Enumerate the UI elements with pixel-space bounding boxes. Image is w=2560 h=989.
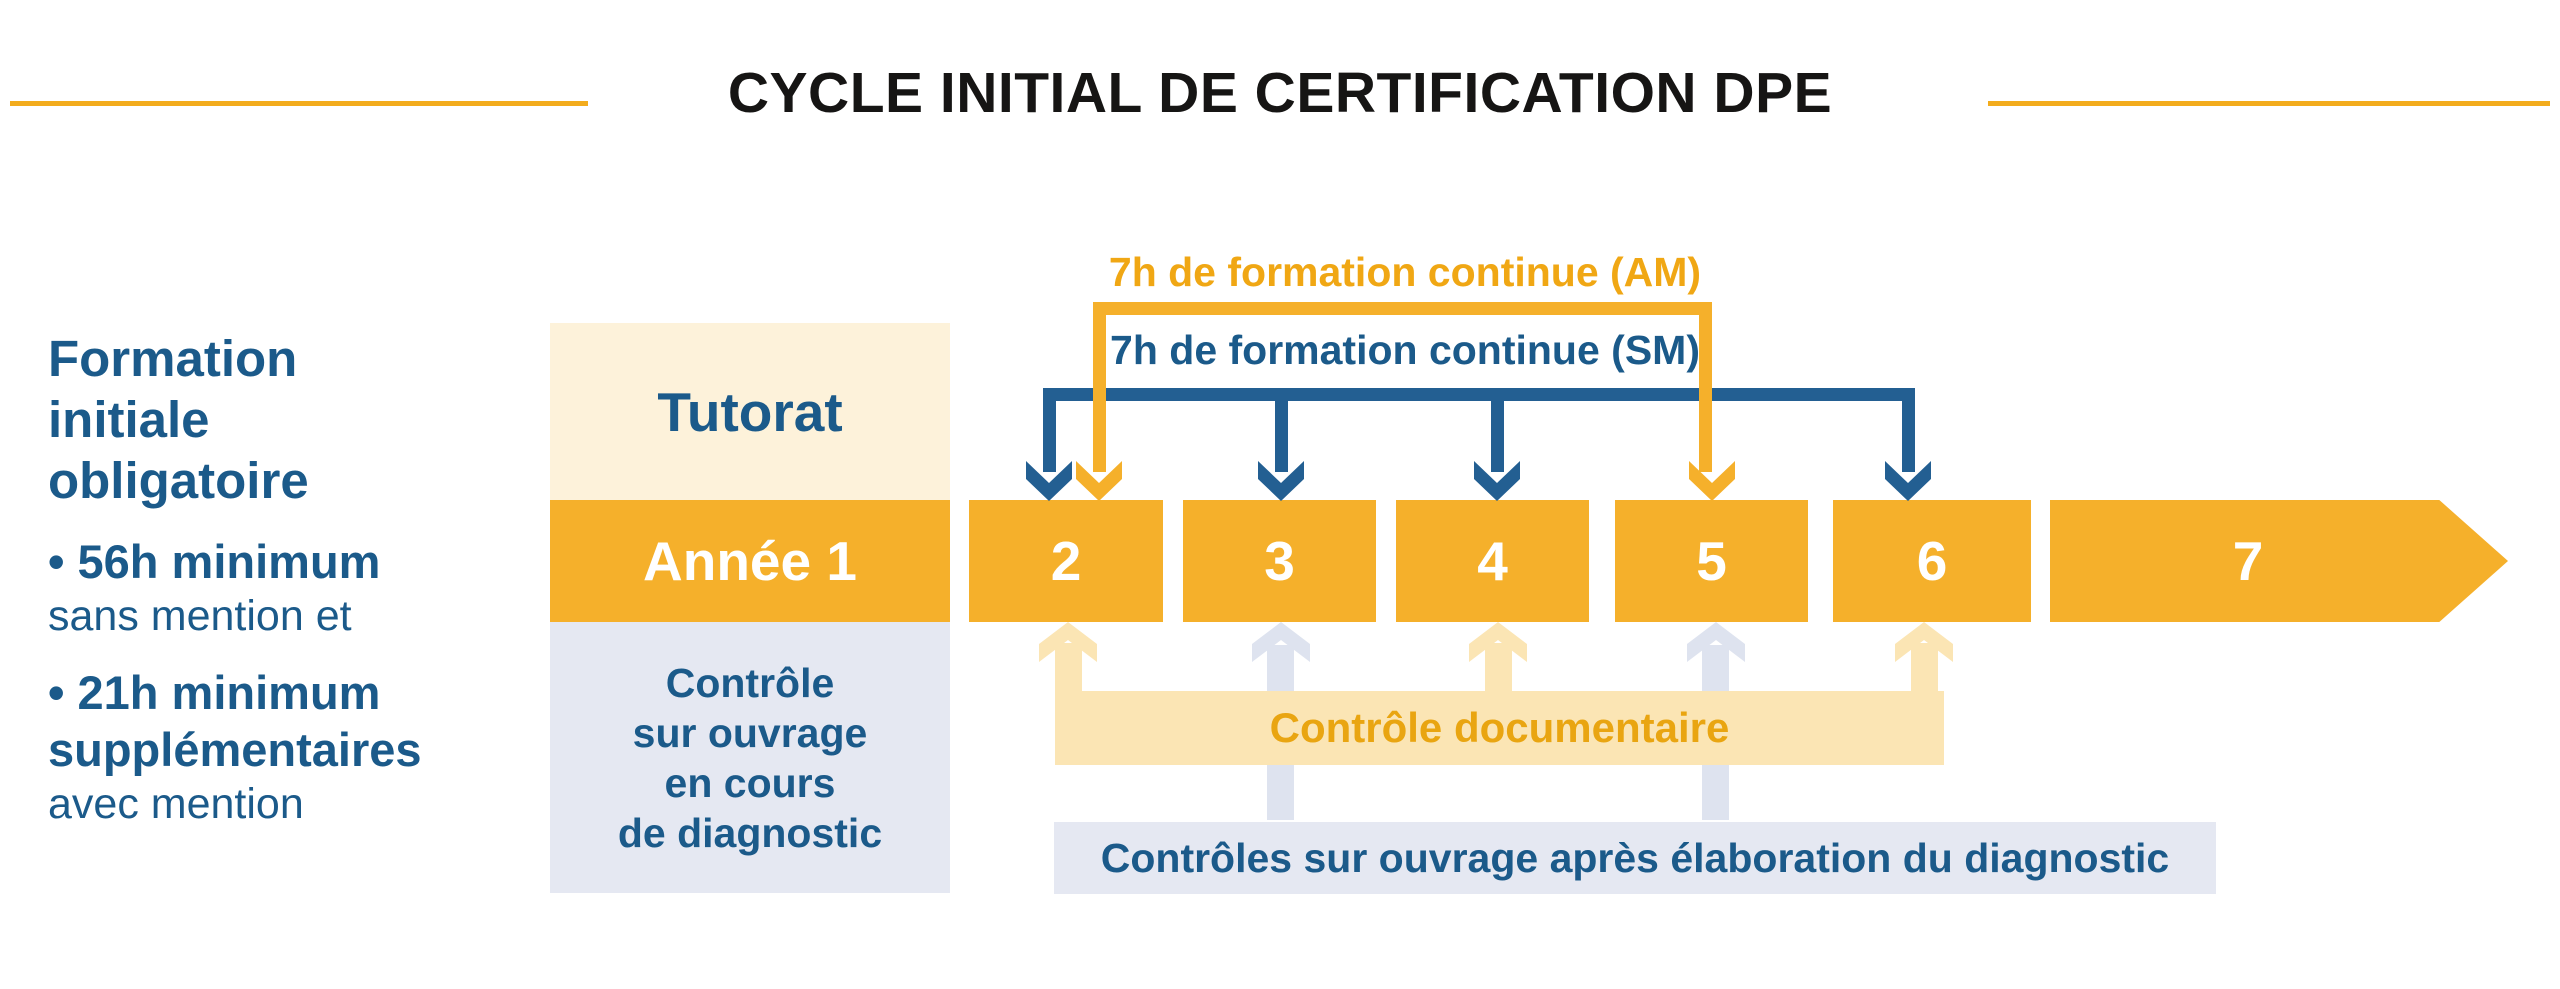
formation-initiale-heading: Formation initiale obligatoire: [48, 328, 526, 511]
sm-bracket-drop-year6: [1902, 388, 1915, 472]
heading-line-2: initiale: [48, 391, 210, 448]
bullet-avec-mention-hours: • 21h minimum supplémentaires: [48, 666, 422, 776]
page-title: CYCLE INITIAL DE CERTIFICATION DPE: [727, 61, 1833, 125]
tutorat-box: Tutorat: [550, 323, 950, 500]
formation-continue-sm-label: 7h de formation continue (SM): [1110, 327, 1700, 373]
formation-initiale-panel: Formation initiale obligatoire • 56h min…: [48, 328, 526, 830]
year-box-3: 3: [1183, 500, 1376, 622]
bullet-sans-mention: • 56h minimum sans mention et: [48, 533, 526, 642]
controle-en-cours-box: Contrôle sur ouvrage en cours de diagnos…: [550, 622, 950, 893]
year-box-6: 6: [1833, 500, 2031, 622]
controle-en-cours-label: Contrôle sur ouvrage en cours de diagnos…: [618, 658, 882, 858]
controles-ouvrage-label: Contrôles sur ouvrage après élaboration …: [1100, 834, 2170, 881]
year-7-label: 7: [2232, 530, 2264, 592]
am-bracket-drop-year2: [1093, 302, 1106, 472]
heading-line-1: Formation: [48, 330, 298, 387]
formation-continue-am-label: 7h de formation continue (AM): [1108, 249, 1702, 295]
title-right-dash: [1988, 101, 2550, 106]
year-5-label: 5: [1696, 530, 1727, 592]
controle-line-3: en cours: [664, 759, 836, 806]
bullet-avec-mention: • 21h minimum supplémentaires avec menti…: [48, 664, 526, 830]
sm-bracket-drop-year2: [1043, 388, 1056, 472]
year-3-label: 3: [1264, 530, 1295, 592]
year-box-1: Année 1: [550, 500, 950, 622]
year-box-2: 2: [969, 500, 1163, 622]
controle-documentaire-label: Contrôle documentaire: [1269, 704, 1730, 751]
controles-ouvrage-band: Contrôles sur ouvrage après élaboration …: [1054, 822, 2216, 894]
year-box-7-arrow: 7: [2050, 500, 2508, 622]
bullet-sans-mention-hours: • 56h minimum: [48, 535, 381, 588]
controle-line-4: de diagnostic: [617, 809, 883, 856]
am-bracket-drop-year5: [1699, 302, 1712, 472]
controle-line-2: sur ouvrage: [632, 709, 868, 756]
controle-line-1: Contrôle: [665, 659, 835, 706]
title-left-dash: [10, 101, 588, 106]
controle-documentaire-band: Contrôle documentaire: [1055, 691, 1944, 765]
documentaire-arrow-year2-shaft: [1055, 643, 1082, 695]
sm-bracket-drop-year4: [1491, 388, 1504, 472]
tutorat-label: Tutorat: [657, 380, 843, 443]
documentaire-arrow-year4-shaft: [1485, 643, 1512, 695]
year-box-4: 4: [1396, 500, 1589, 622]
bullet-avec-mention-note: avec mention: [48, 780, 304, 828]
year-1-label: Année 1: [643, 530, 857, 592]
sm-bracket-drop-year3: [1275, 388, 1288, 472]
documentaire-arrow-year6-shaft: [1911, 643, 1938, 695]
year-6-label: 6: [1916, 530, 1948, 592]
am-bracket-bar: [1093, 302, 1712, 315]
year-2-label: 2: [1050, 530, 1082, 592]
bullet-sans-mention-note: sans mention et: [48, 592, 352, 640]
heading-line-3: obligatoire: [48, 452, 309, 509]
year-4-label: 4: [1477, 530, 1508, 592]
sm-bracket-bar: [1043, 388, 1915, 401]
am-arrowhead-year5-icon: [1689, 461, 1735, 501]
year-box-5: 5: [1615, 500, 1808, 622]
